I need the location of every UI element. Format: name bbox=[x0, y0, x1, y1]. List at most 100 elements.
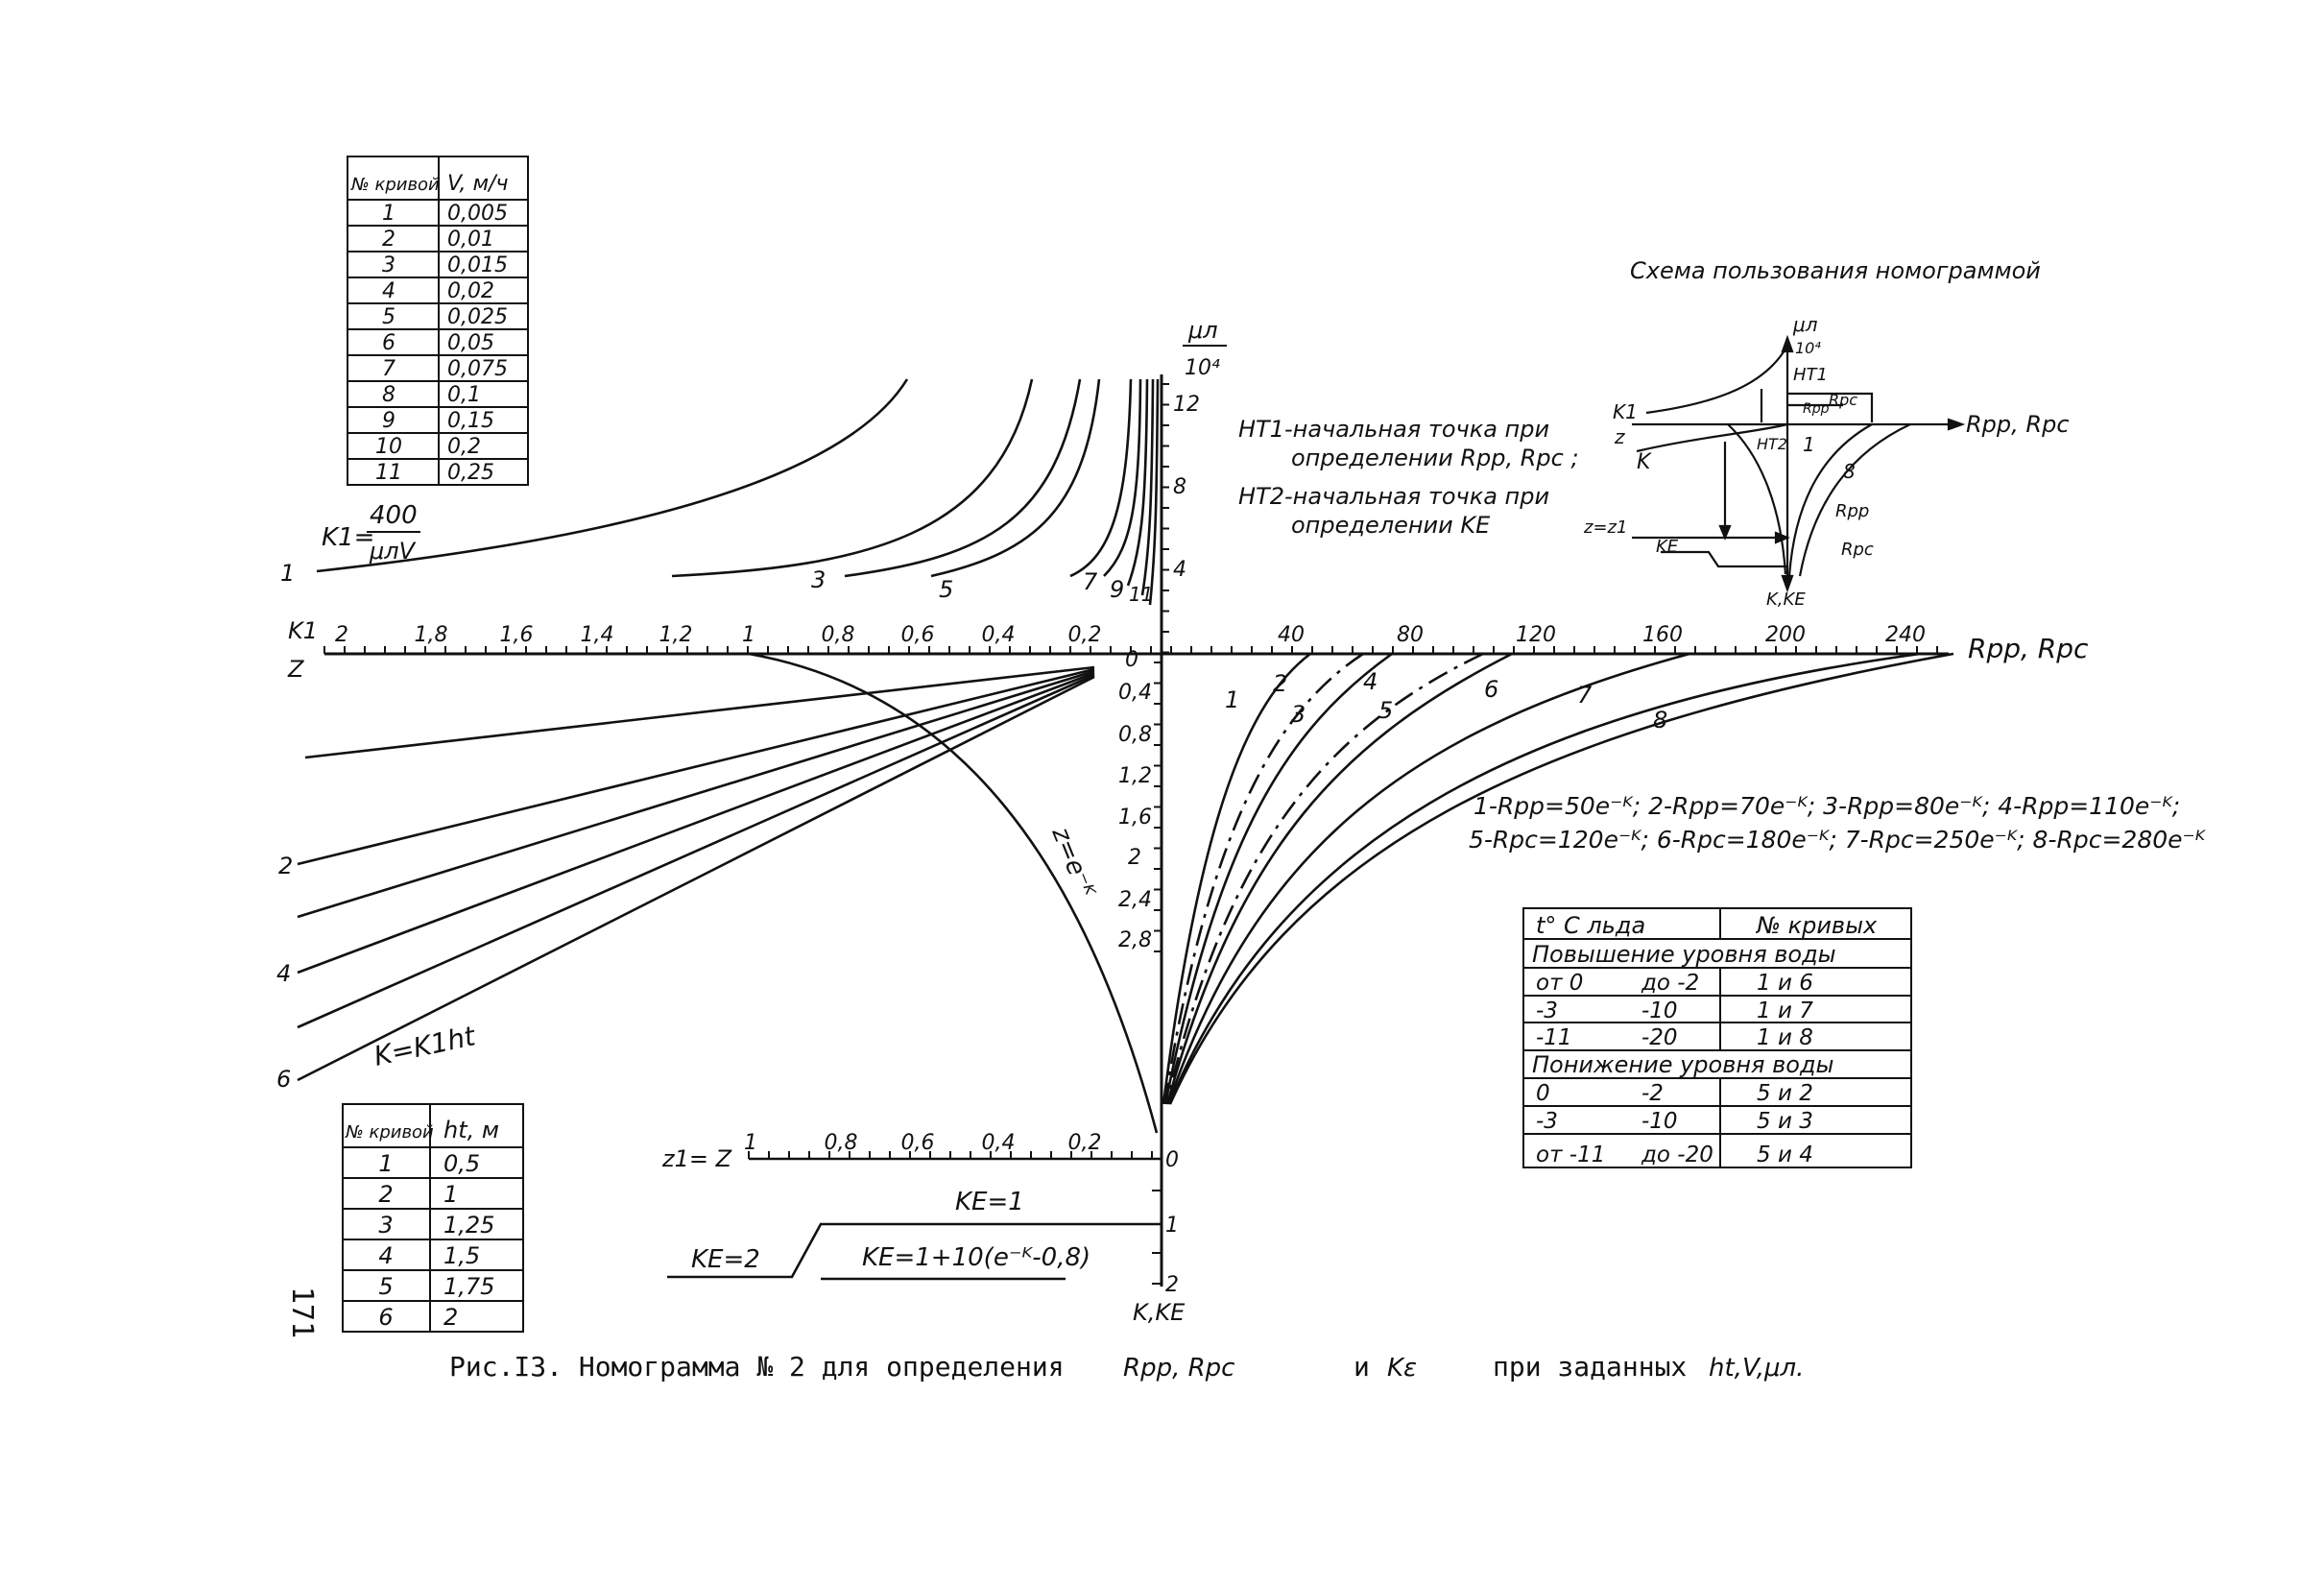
svg-text:400: 400 bbox=[370, 501, 418, 530]
svg-text:K,KE: K,KE bbox=[1766, 589, 1806, 610]
h-table-cell-curve: 1 bbox=[378, 1150, 393, 1177]
svg-text:K1=: K1= bbox=[322, 523, 374, 552]
svg-text:z: z bbox=[1614, 425, 1625, 448]
r-tick-label: 200 bbox=[1765, 623, 1806, 647]
r-curve-label: 8 bbox=[1653, 707, 1667, 734]
v-curve-10 bbox=[1140, 378, 1155, 596]
rpp-rpc-axis-label: Rpp, Rpc bbox=[1968, 633, 2089, 664]
r-tick-label: 240 bbox=[1885, 623, 1926, 647]
ice-table-cell-to: до -20 bbox=[1641, 1143, 1713, 1167]
ice-table-cell-from: -11 bbox=[1536, 1025, 1572, 1050]
k-tick-label: 1,6 bbox=[1118, 806, 1152, 830]
v-table-cell-value: 0,2 bbox=[447, 435, 481, 459]
h-table-header: ht, м bbox=[443, 1117, 499, 1143]
svg-text:μлV: μлV bbox=[369, 538, 417, 565]
svg-text:KE: KE bbox=[1656, 537, 1679, 557]
v-table-cell-curve: 4 bbox=[382, 279, 395, 303]
svg-text:10⁴: 10⁴ bbox=[1795, 339, 1821, 357]
ice-table-section: Понижение уровня воды bbox=[1532, 1051, 1833, 1078]
z1-tick-label: 1 bbox=[744, 1131, 757, 1155]
v-table-cell-curve: 6 bbox=[382, 331, 395, 355]
k1-tick-label: 1,4 bbox=[581, 623, 614, 647]
ht-line-6 bbox=[297, 675, 1095, 1082]
ice-table-cell-curves: 5 и 2 bbox=[1757, 1081, 1813, 1106]
r-legend-line2: 5-Rpc=120e⁻ᴷ; 6-Rpc=180e⁻ᴷ; 7-Rpc=250e⁻ᴷ… bbox=[1469, 826, 2207, 854]
ice-table-cell-from: 0 bbox=[1536, 1081, 1550, 1106]
ht-lines bbox=[297, 652, 1152, 1082]
k-tick-label: 2 bbox=[1128, 846, 1141, 870]
ke1-label: KE=1 bbox=[955, 1188, 1024, 1216]
svg-text:Rpp: Rpp bbox=[1835, 501, 1869, 521]
v-table-cell-curve: 10 bbox=[375, 435, 402, 459]
r-curve-6 bbox=[1166, 652, 1690, 1105]
k1-tick-label: 0,4 bbox=[982, 623, 1016, 647]
svg-text:8: 8 bbox=[1843, 460, 1856, 483]
mu-axis-den: 10⁴ bbox=[1185, 356, 1220, 380]
svg-text:определении KE: определении KE bbox=[1291, 512, 1491, 539]
r-curve-label: 1 bbox=[1225, 686, 1239, 713]
r-curve-1 bbox=[1162, 652, 1311, 1105]
v-table-cell-curve: 5 bbox=[382, 305, 395, 329]
z-axis-label: Z bbox=[287, 656, 304, 683]
k-tick-label: 0,4 bbox=[1118, 681, 1152, 705]
v-curve-5 bbox=[844, 378, 1082, 578]
mu-tick-label: 4 bbox=[1173, 558, 1186, 582]
ice-table-cell-curves: 1 и 8 bbox=[1757, 1025, 1813, 1050]
v-curve-1 bbox=[316, 378, 909, 573]
scheme-title: Схема пользования номограммой bbox=[1630, 257, 2041, 284]
r-curve-label: 4 bbox=[1363, 668, 1378, 695]
r-curve-label: 3 bbox=[1291, 701, 1306, 728]
h-table-cell-value: 0,5 bbox=[443, 1150, 480, 1177]
k1-tick-label: 1 bbox=[742, 623, 755, 647]
r-curve-3 bbox=[1163, 652, 1393, 1105]
v-table-cell-value: 0,025 bbox=[447, 305, 508, 329]
ke-tick-label: 1 bbox=[1165, 1214, 1179, 1238]
ice-table-cell-to: -10 bbox=[1641, 999, 1678, 1023]
ht-line-5 bbox=[297, 673, 1095, 1029]
caption-and: и bbox=[1354, 1351, 1370, 1383]
ice-table-header: t° C льда bbox=[1536, 912, 1645, 939]
v-table-cell-value: 0,02 bbox=[447, 279, 494, 303]
z1-tick-label: 0,8 bbox=[825, 1131, 858, 1155]
k1-tick-label: 1,6 bbox=[500, 623, 534, 647]
ice-table-cell-from: от 0 bbox=[1536, 971, 1583, 996]
caption: Рис.I3. Номограмма № 2 для определения R… bbox=[449, 1351, 1804, 1383]
ice-table-cell-to: -2 bbox=[1641, 1081, 1664, 1106]
ht-line-label: 4 bbox=[276, 960, 291, 987]
r-curve-5 bbox=[1165, 652, 1513, 1105]
svg-text:HT1: HT1 bbox=[1793, 365, 1828, 385]
svg-text:HT2-начальная точка при: HT2-начальная точка при bbox=[1238, 483, 1549, 510]
k-ke-axis-label: K,KE bbox=[1133, 1299, 1186, 1326]
h-table-cell-value: 1,5 bbox=[443, 1242, 480, 1269]
scheme-labels: μл 10⁴ HT1 Rpc Rpp HT2 K1 z K 1 8 Rpp Rp… bbox=[1583, 313, 2070, 610]
k1-tick-label: 0,8 bbox=[822, 623, 855, 647]
r-tick-label: 120 bbox=[1516, 623, 1556, 647]
h-table bbox=[342, 1103, 524, 1333]
page-number: 171 bbox=[285, 1287, 319, 1338]
k1-tick-label: 2 bbox=[335, 623, 348, 647]
ice-table bbox=[1522, 907, 1912, 1168]
svg-text:μл: μл bbox=[1792, 313, 1818, 336]
v-table-cell-value: 0,1 bbox=[447, 383, 481, 407]
ice-table-cell-curves: 5 и 4 bbox=[1757, 1143, 1813, 1167]
v-table-cell-value: 0,005 bbox=[447, 202, 508, 226]
v-table bbox=[347, 156, 529, 486]
h-table-cell-curve: 3 bbox=[378, 1212, 393, 1239]
v-table-cell-curve: 7 bbox=[382, 357, 395, 381]
k1-tick-label: 1,2 bbox=[659, 623, 693, 647]
svg-text:K: K bbox=[1637, 450, 1652, 474]
v-table-cell-curve: 1 bbox=[382, 202, 395, 226]
caption-prefix: Рис.I3. Номограмма № 2 для определения bbox=[449, 1351, 1065, 1383]
ht-line-label: 2 bbox=[278, 853, 293, 879]
v-table-cell-curve: 11 bbox=[375, 461, 402, 485]
r-curve-2 bbox=[1162, 652, 1364, 1105]
notes: HT1-начальная точка при определении Rpp,… bbox=[1238, 416, 1579, 539]
caption-given: ht,V,μл. bbox=[1709, 1354, 1804, 1383]
ice-table-cell-from: -3 bbox=[1536, 1109, 1558, 1134]
k1-formula: K1= 400 μлV bbox=[322, 501, 420, 565]
mu-tick-label: 8 bbox=[1173, 475, 1186, 499]
caption-given-word: при заданных bbox=[1493, 1351, 1687, 1383]
ke2-label: KE=2 bbox=[691, 1245, 760, 1274]
ice-table-header: № кривых bbox=[1755, 912, 1878, 939]
svg-text:Rpc: Rpc bbox=[1841, 540, 1874, 560]
